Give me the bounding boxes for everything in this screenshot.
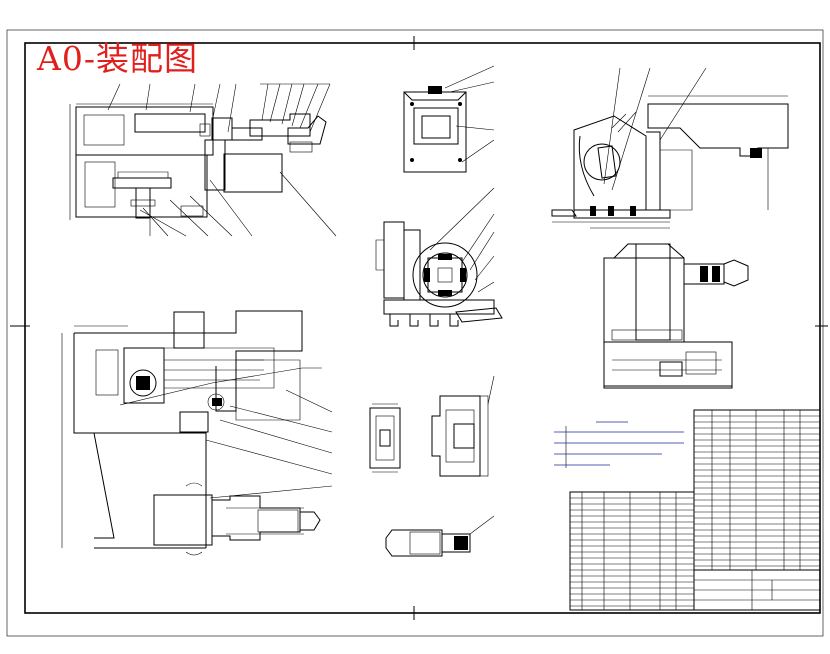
technical-notes (554, 421, 684, 468)
drawing-title: A0-装配图 (37, 39, 198, 78)
view-gripper-middle (375, 187, 503, 327)
view-plan-bottom-left (61, 310, 333, 556)
view-section-top-middle (403, 65, 495, 173)
view-arm-top-right (551, 67, 789, 229)
sheet-border (6, 29, 828, 637)
view-side-right-middle (603, 243, 749, 389)
parts-list-table (569, 409, 821, 611)
view-front-top-left (69, 83, 337, 237)
view-detail-sections (369, 375, 495, 557)
